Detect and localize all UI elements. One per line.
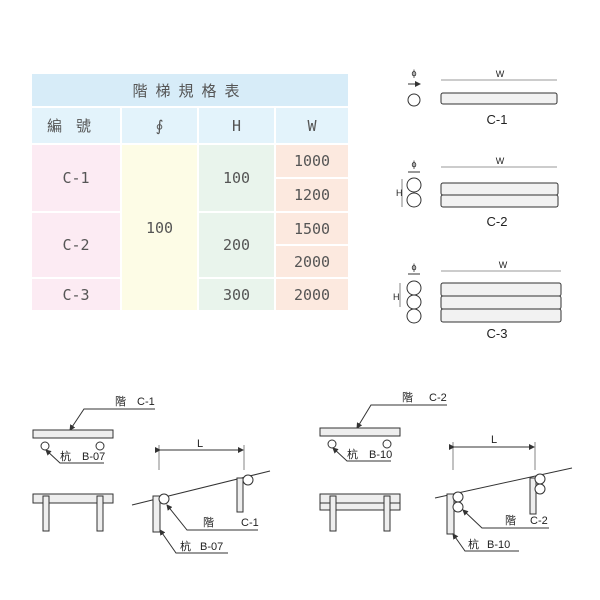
cell-w: 1500: [274, 211, 350, 246]
profile-c3: ϕ H W C-3: [393, 260, 562, 341]
svg-text:H: H: [393, 292, 400, 302]
svg-text:H: H: [396, 188, 403, 198]
profile-c2: ϕ H W C-2: [396, 156, 559, 229]
profile-c1: ϕ W C-1: [407, 68, 558, 127]
svg-text:C-1: C-1: [241, 517, 259, 529]
header-phi: ∮: [120, 106, 199, 145]
svg-text:C-2: C-2: [487, 214, 508, 229]
cell-w: 1200: [274, 177, 350, 213]
svg-text:杭: 杭: [347, 447, 358, 461]
cell-w: 1000: [274, 143, 350, 179]
header-w: W: [274, 106, 350, 145]
svg-text:W: W: [496, 156, 505, 166]
table-title: 階梯規格表: [30, 72, 350, 108]
cell-h: 300: [197, 277, 276, 312]
cell-w: 2000: [274, 244, 350, 279]
svg-text:C-1: C-1: [137, 396, 155, 408]
svg-text:杭: 杭: [180, 539, 191, 553]
svg-text:C-2: C-2: [530, 515, 548, 527]
svg-text:ϕ: ϕ: [411, 68, 416, 78]
cell-w: 2000: [274, 277, 350, 312]
header-code: 編號: [30, 106, 122, 145]
svg-text:階: 階: [203, 515, 214, 529]
svg-text:ϕ: ϕ: [411, 159, 416, 169]
svg-text:階: 階: [505, 513, 516, 527]
svg-text:C-1: C-1: [487, 112, 508, 127]
svg-text:L: L: [197, 438, 203, 450]
svg-text:B-10: B-10: [369, 449, 392, 461]
install-c1: 階 C-1 杭 B-07 L 階 C-1 杭 B-07: [32, 394, 271, 554]
cell-code: C-1: [30, 143, 122, 213]
svg-text:W: W: [496, 69, 505, 79]
svg-text:階: 階: [115, 394, 126, 408]
cell-code: C-2: [30, 211, 122, 279]
svg-text:L: L: [491, 434, 497, 446]
svg-text:C-2: C-2: [429, 392, 447, 404]
svg-text:W: W: [499, 260, 508, 270]
cell-phi: 100: [120, 143, 199, 312]
cell-h: 200: [197, 211, 276, 279]
svg-text:階: 階: [402, 390, 413, 404]
cell-h: 100: [197, 143, 276, 213]
svg-text:杭: 杭: [468, 537, 479, 551]
svg-text:C-3: C-3: [487, 326, 508, 341]
svg-text:B-10: B-10: [487, 539, 510, 551]
cell-code: C-3: [30, 277, 122, 312]
install-c2: 階 C-2 杭 B-10 L 階 C-2 杭 B-10: [319, 390, 573, 552]
svg-text:B-07: B-07: [82, 451, 105, 463]
svg-text:B-07: B-07: [200, 541, 223, 553]
svg-text:ϕ: ϕ: [411, 262, 416, 272]
header-h: H: [197, 106, 276, 145]
svg-text:杭: 杭: [60, 449, 71, 463]
